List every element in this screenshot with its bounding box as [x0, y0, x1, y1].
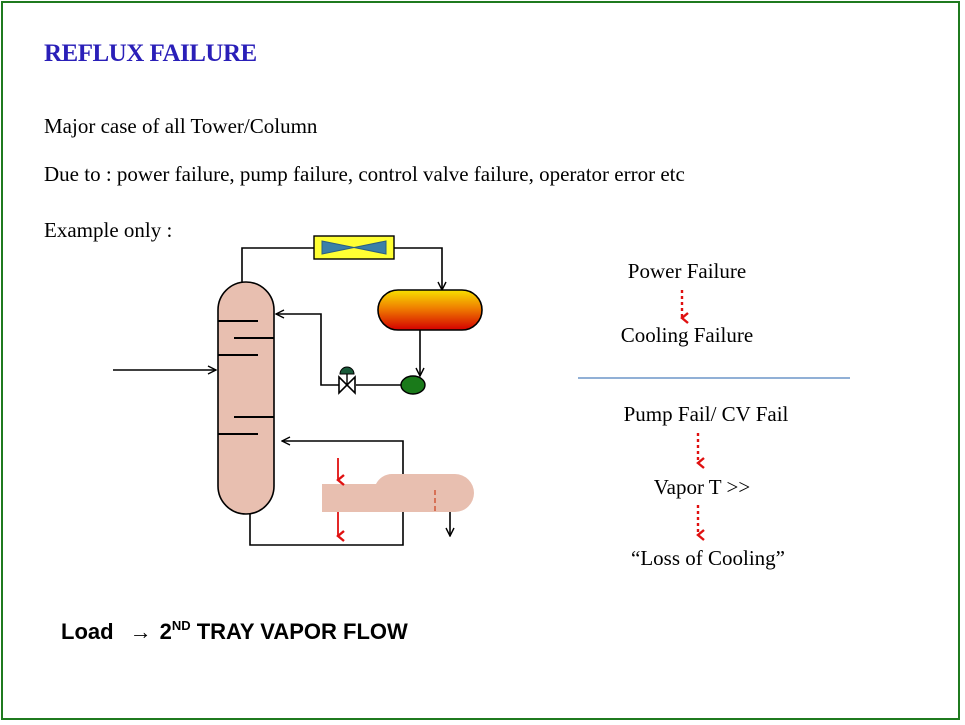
flow-pump-cv-fail: Pump Fail/ CV Fail: [623, 402, 789, 426]
reflux-drum: [377, 289, 483, 331]
reflux-return-line: [276, 314, 339, 386]
tray-vapor-flow-text: TRAY VAPOR FLOW: [190, 619, 408, 644]
condenser-outlet-line: [394, 247, 442, 290]
reboiler-return-line: [282, 441, 404, 475]
bottoms-line: [249, 505, 404, 546]
body-line-major-case: Major case of all Tower/Column: [44, 114, 318, 138]
column-trays: [218, 320, 274, 435]
flow-loss-of-cooling: “Loss of Cooling”: [631, 546, 785, 570]
right-arrow-icon: →: [129, 619, 152, 644]
load-label: Load: [61, 619, 114, 644]
fan-icon: [321, 240, 387, 255]
body-line-example: Example only :: [44, 218, 173, 242]
overhead-vapor-line: [241, 247, 316, 282]
tray-number: 2: [159, 619, 172, 644]
reflux-pump: [400, 375, 426, 395]
flow-vapor-temperature: Vapor T >>: [653, 475, 751, 499]
reboiler: [322, 474, 474, 512]
flow-power-failure: Power Failure: [627, 259, 747, 283]
body-line-due-to: Due to : power failure, pump failure, co…: [44, 162, 685, 186]
distillation-column: [217, 281, 275, 515]
load-statement: Load → 2ND TRAY VAPOR FLOW: [61, 619, 408, 645]
flow-cooling-failure: Cooling Failure: [620, 323, 754, 347]
control-valve-icon: [338, 366, 356, 395]
tray-ordinal-suffix: ND: [171, 618, 191, 633]
slide-title: REFLUX FAILURE: [44, 40, 257, 67]
